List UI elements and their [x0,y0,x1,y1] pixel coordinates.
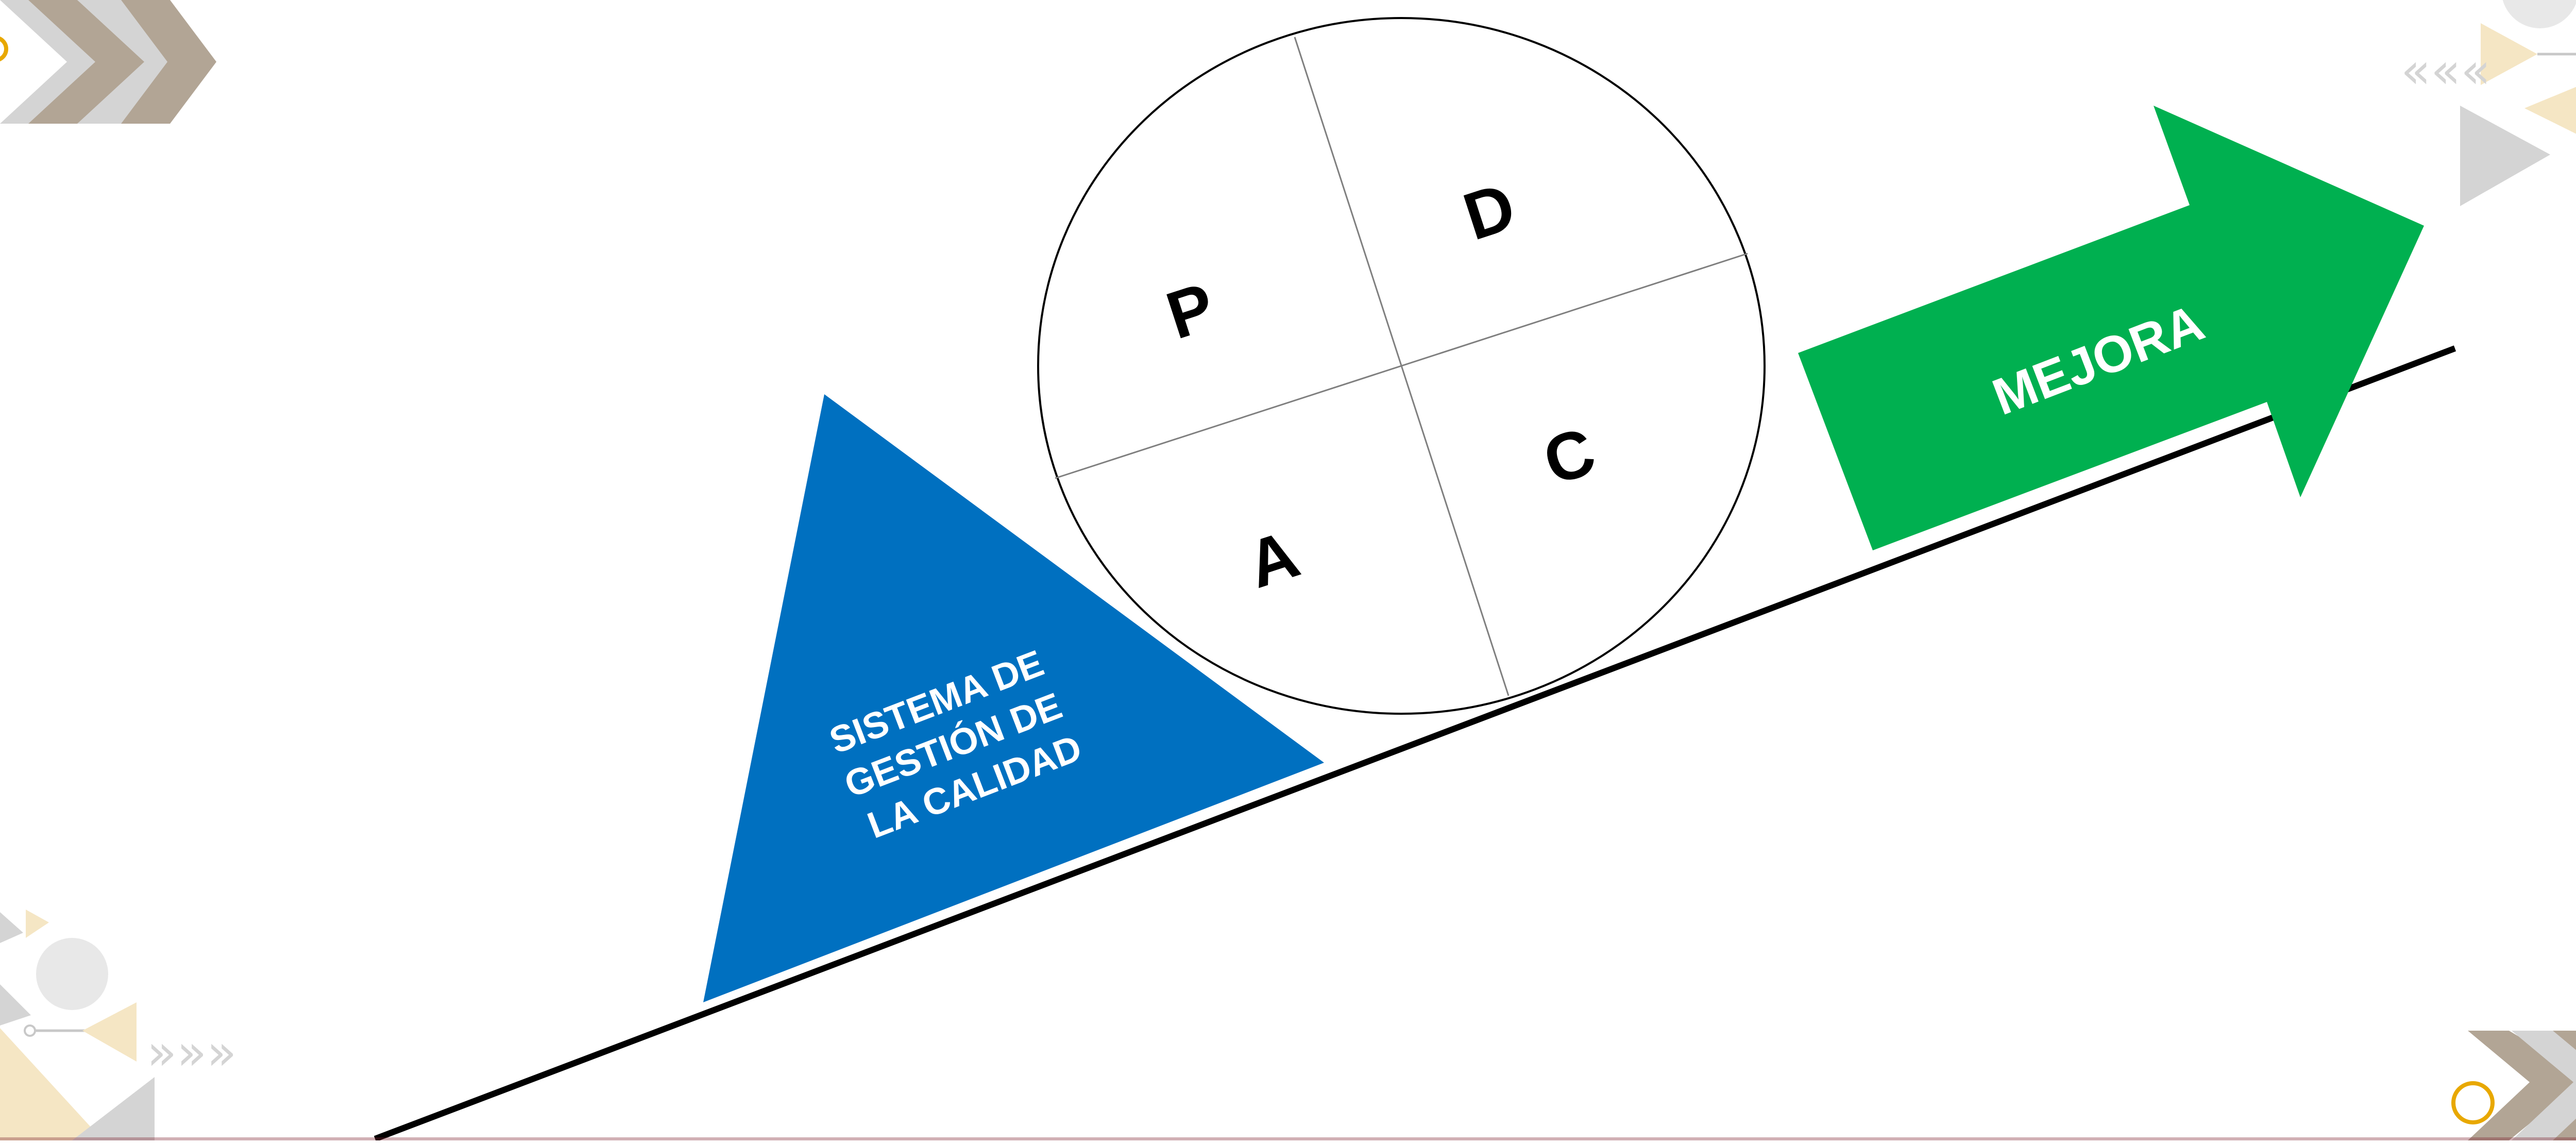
chevron-icon [2512,1031,2576,1140]
bottom-stripe [0,1137,2576,1140]
decor-bottom-left: »»» [0,910,236,1140]
decor-node-icon [24,1024,36,1037]
decor-top-right: ««« [2401,0,2576,206]
decor-circle-icon [2502,0,2576,28]
pdca-divider-2 [1055,253,1748,479]
gold-ring-icon [0,37,8,61]
decor-triangle-icon [0,984,31,1026]
decor-circle-icon [36,938,108,1010]
decor-triangle-icon [2524,87,2576,134]
decor-triangle-icon [2460,106,2550,206]
ramp-line [374,345,2456,1142]
small-chevrons-left-icon: ««« [2401,43,2490,99]
quality-system-triangle [703,394,1324,1002]
improvement-arrow [1798,106,2424,550]
small-chevrons-right-icon: »»» [147,1024,236,1081]
chevron-icon [121,0,216,124]
decor-triangle-icon [2481,23,2537,85]
decor-triangle-icon [0,1028,103,1140]
gold-ring-icon [2451,1081,2495,1124]
decor-triangle-icon [72,1077,155,1140]
pdca-wheel: P D C A [1037,17,1766,715]
chevron-icon [28,0,149,124]
decor-bottom-right [2451,1031,2576,1140]
decor-triangle-icon [26,910,49,938]
decor-triangle-icon [0,912,23,943]
chevron-icon [2553,1031,2576,1140]
decor-triangle-icon [82,1002,137,1062]
decor-top-left [0,0,216,124]
